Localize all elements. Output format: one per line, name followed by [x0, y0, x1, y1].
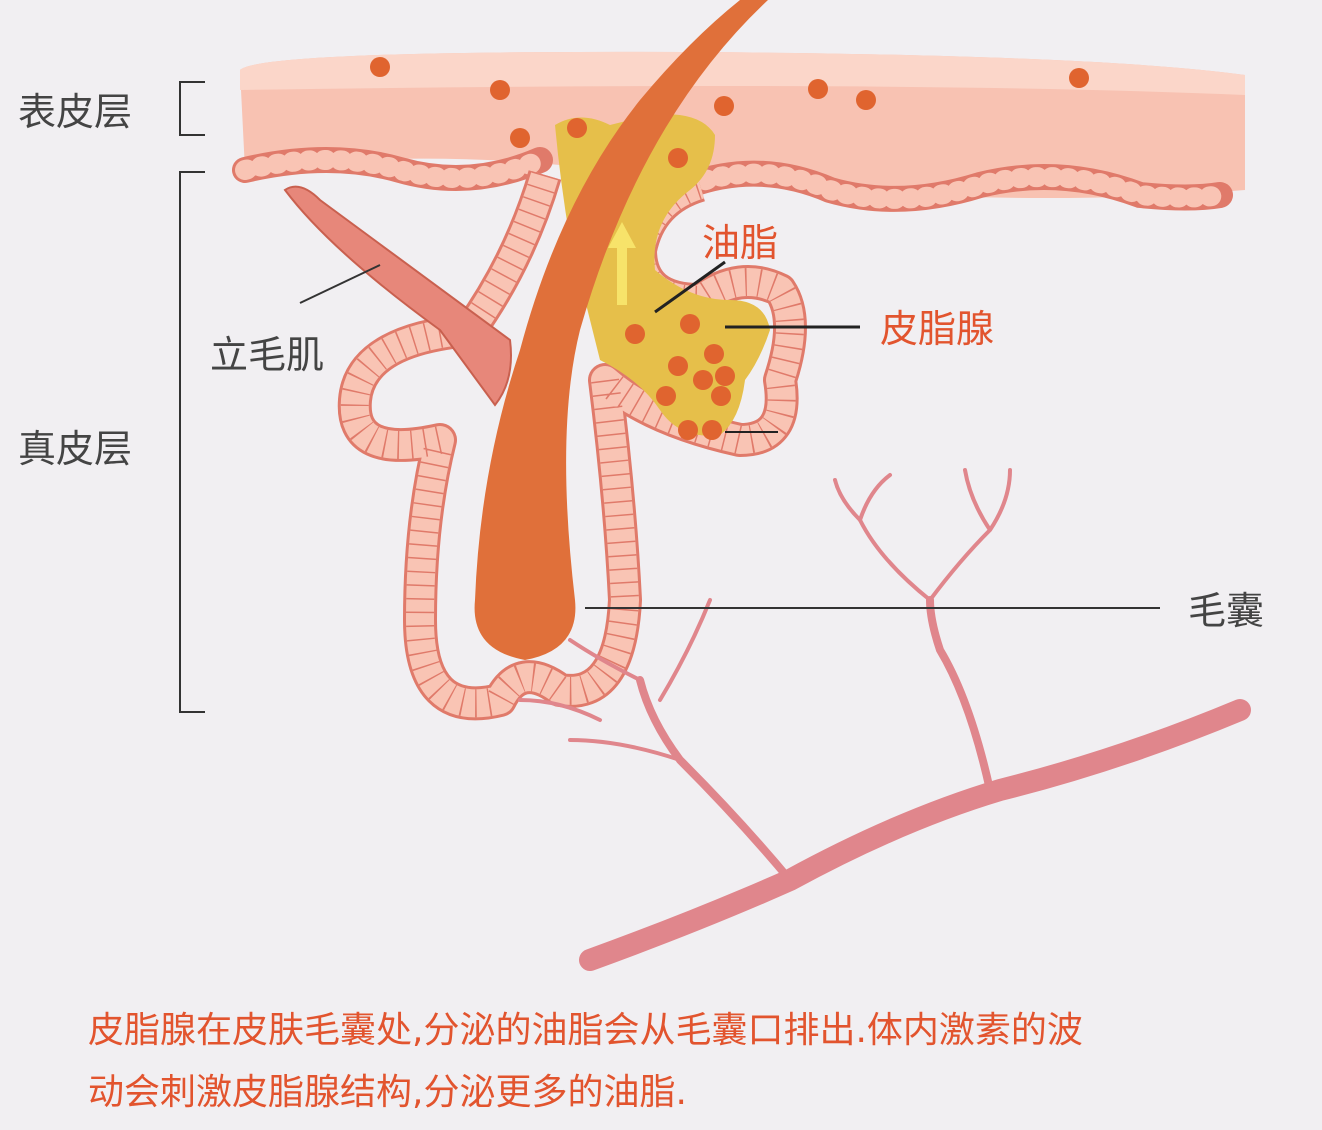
- label-epidermis: 表皮层: [18, 90, 132, 134]
- label-arrector-pili: 立毛肌: [210, 333, 324, 377]
- sebum-flow-arrow: [608, 222, 636, 305]
- sebum-droplets: [567, 118, 735, 440]
- arrector-pili-muscle: [283, 185, 512, 407]
- sebum-leader: [654, 260, 726, 314]
- dermis-bracket: [179, 171, 205, 713]
- label-sebum: 油脂: [702, 221, 778, 265]
- label-sebaceous-gland: 皮脂腺: [880, 307, 994, 351]
- caption-line-2: 动会刺激皮脂腺结构,分泌更多的油脂.: [88, 1072, 687, 1113]
- hair-shaft: [474, 0, 768, 660]
- epidermis-dots: [370, 57, 1089, 148]
- caption-line-1: 皮脂腺在皮肤毛囊处,分泌的油脂会从毛囊口排出.体内激素的波: [88, 1010, 1083, 1051]
- epidermis-bracket: [179, 81, 205, 136]
- blood-vessels: [518, 468, 1251, 971]
- epidermis-highlight: [240, 51, 1245, 95]
- label-hair-follicle: 毛囊: [1188, 589, 1264, 633]
- arrector-pili-leader: [299, 264, 381, 304]
- label-dermis: 真皮层: [18, 427, 132, 471]
